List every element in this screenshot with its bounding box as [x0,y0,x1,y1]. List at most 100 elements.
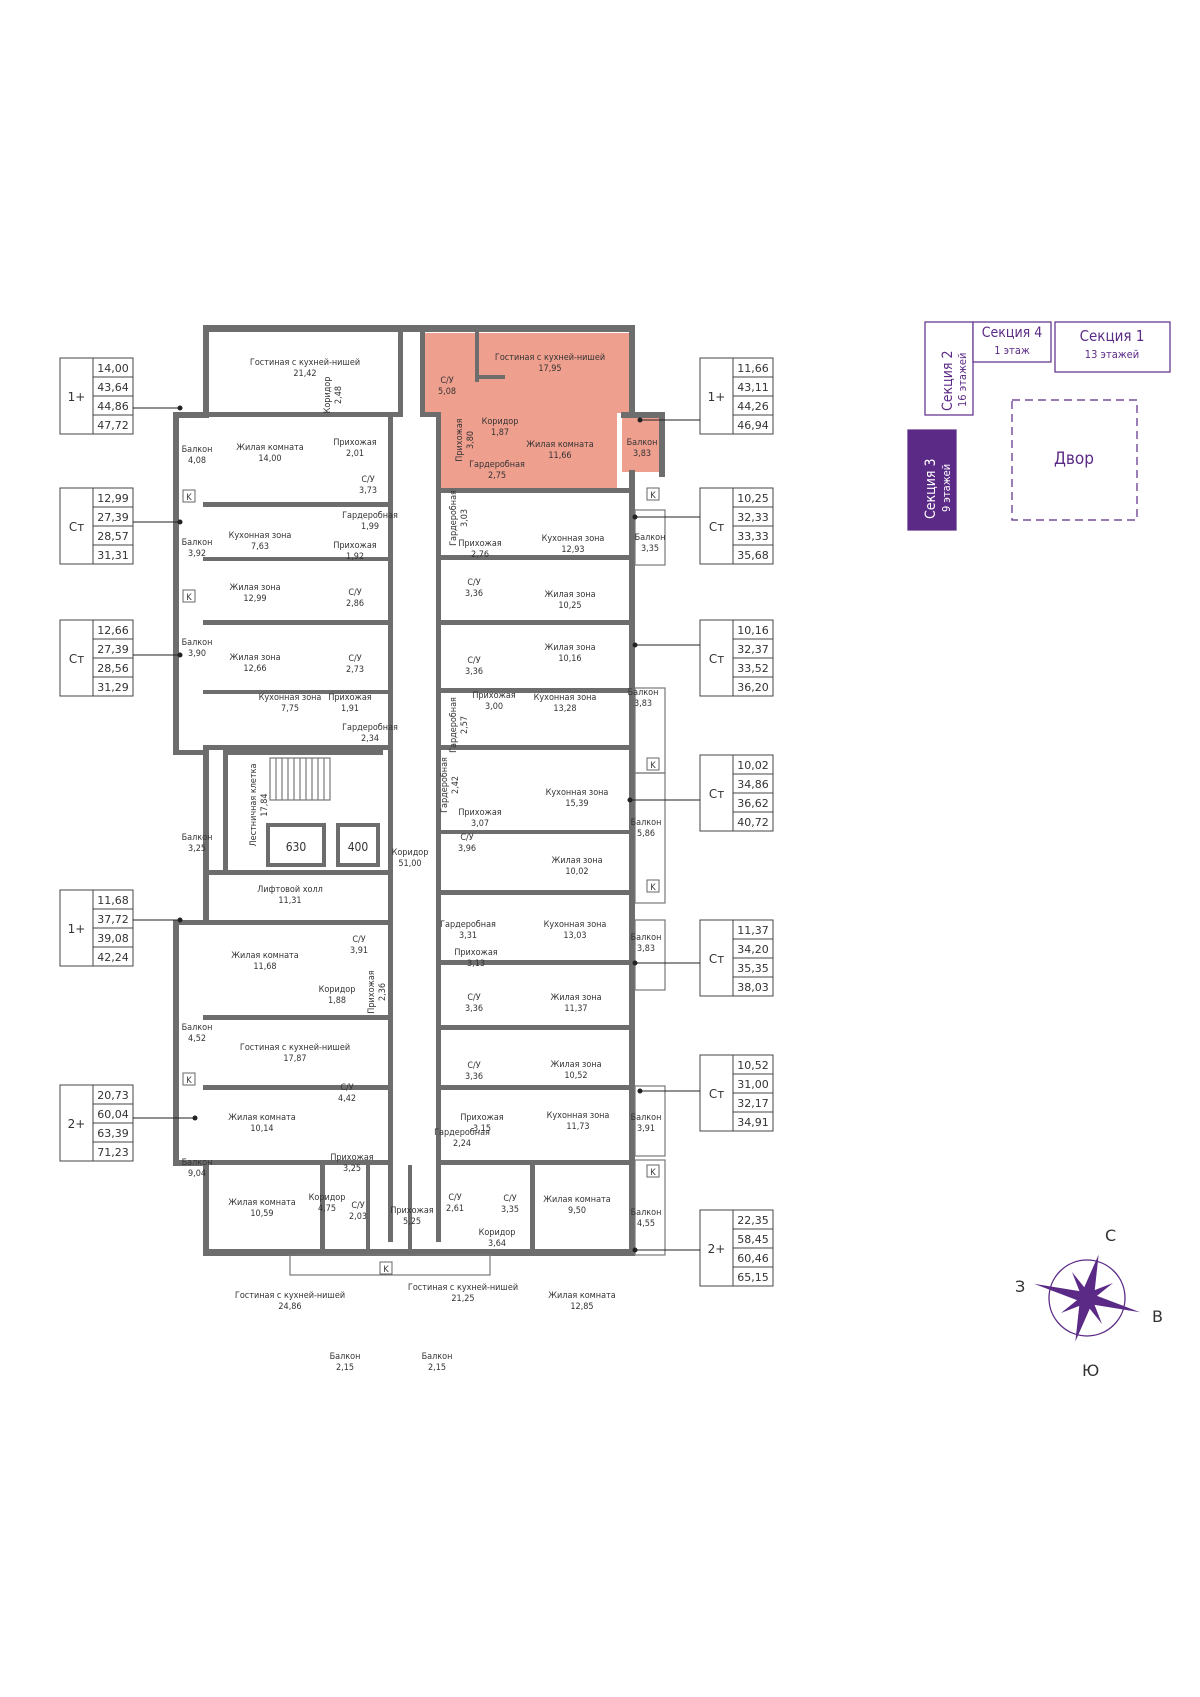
apartment-area-value: 32,17 [737,1097,769,1110]
apartment-area-value: 46,94 [737,419,769,432]
room-name: Жилая зона [229,653,280,663]
room-area: 2,15 [428,1363,446,1373]
balconies-right [289,509,666,1276]
svg-text:K: K [186,493,192,503]
svg-text:K: K [383,1265,389,1275]
room-r23: С/У2,86 [346,588,364,609]
room-name: Лифтовой холл [257,885,323,895]
room-area: 3,36 [465,1072,483,1082]
room-area: 3,36 [465,589,483,599]
room-name: Кухонная зона [542,534,605,544]
room-name: Прихожая [333,438,376,448]
room-name: Жилая комната [548,1291,615,1301]
apartment-area-value: 27,39 [97,511,129,524]
room-area: 3,35 [641,544,659,554]
room-r74: С/У2,61 [446,1193,464,1214]
room-name: Прихожая [454,948,497,958]
apartment-area-value: 36,20 [737,681,769,694]
room-name: Прихожая [458,539,501,549]
compass-east: В [1152,1307,1163,1326]
room-name: С/У [467,993,480,1003]
leader-dot [632,514,638,520]
room-r75: С/У3,35 [501,1194,519,1215]
room-name: Кухонная зона [534,693,597,703]
room-name: Балкон [422,1352,453,1362]
apartment-area-value: 38,03 [737,981,769,994]
room-area: 2,75 [488,471,506,481]
room-area: 13,28 [553,704,576,714]
room-name: Гардеробная [440,919,496,930]
room-area: 5,08 [438,387,456,397]
room-r52: С/У3,91 [350,935,368,956]
stair [269,757,331,801]
room-name: Балкон [182,1023,213,1033]
section-1-title: Секция 1 [1080,327,1145,345]
svg-text:K: K [650,883,656,893]
compass-north: С [1105,1226,1116,1245]
section-3-title: Секция 3 [923,459,939,520]
room-area: 3,90 [188,649,206,659]
room-name: Коридор [392,848,429,858]
room-area: 13,03 [563,931,586,941]
room-name: С/У [340,1083,353,1093]
apartment-area-value: 33,33 [737,530,769,543]
room-name: Гостиная с кухней-нишей [408,1283,518,1293]
room-r24: С/У3,36 [465,578,483,599]
section-3-active[interactable] [907,429,957,531]
room-name: Прихожая [390,1206,433,1216]
apartment-area-value: 32,33 [737,511,769,524]
apartment-area-value: 39,08 [97,932,129,945]
room-area: 17,84 [260,793,270,816]
room-name: Балкон [631,1208,662,1218]
room-area: 14,00 [258,454,281,464]
room-name: Балкон [628,688,659,698]
room-area: 7,75 [281,704,299,714]
leader-dot [632,960,638,966]
apartment-area-value: 11,37 [737,924,769,937]
room-area: 4,55 [637,1219,655,1229]
room-name: С/У [440,376,453,386]
svg-text:K: K [186,593,192,603]
room-name: С/У [361,475,374,485]
compass-south: Ю [1082,1361,1099,1380]
room-area: 3,83 [637,944,655,954]
room-area: 4,42 [338,1094,356,1104]
highlighted-apartment[interactable] [422,333,664,490]
room-name: Балкон [182,638,213,648]
room-area: 3,03 [460,509,470,527]
room-area: 2,36 [378,983,388,1001]
svg-text:K: K [650,1168,656,1178]
room-area: 10,59 [250,1209,273,1219]
leader-dot [177,917,183,923]
